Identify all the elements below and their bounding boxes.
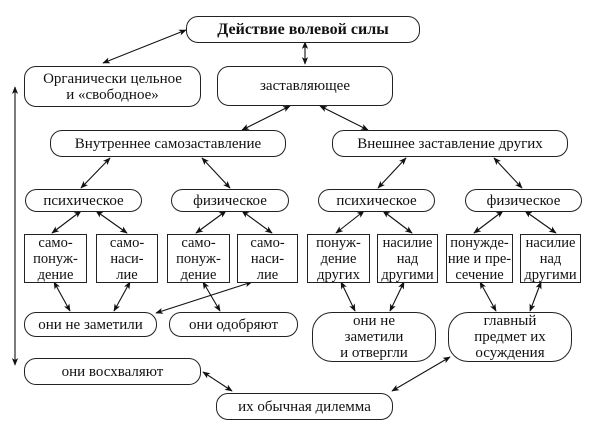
- edge-ifsc-approve: [202, 281, 221, 312]
- node-organic: Органически цельное и «свободное»: [24, 66, 201, 107]
- node-outer-compulsion: Внешнее заставление других: [332, 130, 568, 157]
- node-approve: они одобряют: [169, 312, 298, 337]
- edge-iphy-b: [241, 210, 273, 234]
- edge-inner-ipsy: [80, 157, 111, 189]
- edge-opsy-b: [382, 210, 413, 234]
- node-ip-self-compulsion: само- понуж- дение: [24, 234, 87, 283]
- edge-ofvo-main: [529, 281, 542, 312]
- edge-root-organic: [102, 29, 187, 64]
- node-not-noticed: они не заметили: [24, 312, 157, 337]
- edge-iphy-a: [195, 210, 227, 234]
- edge-opsy-a: [335, 210, 365, 234]
- edge-ophy-a: [473, 210, 504, 234]
- node-not-noticed-rejected: они не заметили и отвергли: [312, 312, 436, 362]
- edge-ophy-b: [524, 210, 557, 234]
- edge-opvo-rejected: [389, 281, 405, 312]
- edge-main-dilemma: [391, 356, 451, 392]
- edge-opco-rejected: [340, 281, 356, 312]
- node-outer-psychic: психическое: [318, 189, 435, 212]
- node-inner-physical: физическое: [171, 189, 289, 212]
- node-dilemma: их обычная дилемма: [216, 393, 393, 420]
- node-inner-self-compulsion: Внутреннее самозаставление: [50, 130, 286, 157]
- edge-compelling-inner: [241, 105, 291, 131]
- edge-compelling-outer: [319, 105, 369, 131]
- edge-ipsc-notnoticed: [53, 281, 71, 312]
- node-ip-self-violence: само- наси- лие: [96, 234, 158, 283]
- node-inner-psychic: психическое: [25, 189, 142, 212]
- edge-outer-ophy: [493, 157, 523, 189]
- node-op-violence-others: насилие над другими: [377, 234, 438, 283]
- node-of-violence-others: насилие над другими: [520, 234, 581, 283]
- node-if-self-compulsion: само- понуж- дение: [167, 234, 230, 283]
- node-of-compulsion-suppression: понужде- ние и пре- сечение: [446, 234, 513, 283]
- edge-ifsv-notnoticed: [155, 281, 253, 314]
- node-op-compulsion-others: понуж- дение других: [307, 234, 370, 283]
- node-praise: они восхваляют: [24, 358, 201, 385]
- edge-outer-opsy: [377, 157, 407, 189]
- edge-ipsv-notnoticed: [113, 281, 131, 312]
- edge-ofcs-main: [479, 281, 497, 312]
- node-root: Действие волевой силы: [186, 16, 420, 43]
- edge-ipsy-b: [95, 210, 128, 234]
- node-compelling: заставляющее: [217, 66, 393, 106]
- edge-inner-iphy: [201, 157, 231, 189]
- edge-praise-dilemma: [202, 371, 233, 392]
- node-main-subject: главный предмет их осуждения: [448, 312, 572, 362]
- node-if-self-violence: само- наси- лие: [237, 234, 298, 283]
- edge-ipsy-a: [51, 210, 82, 234]
- node-outer-physical: физическое: [465, 189, 582, 212]
